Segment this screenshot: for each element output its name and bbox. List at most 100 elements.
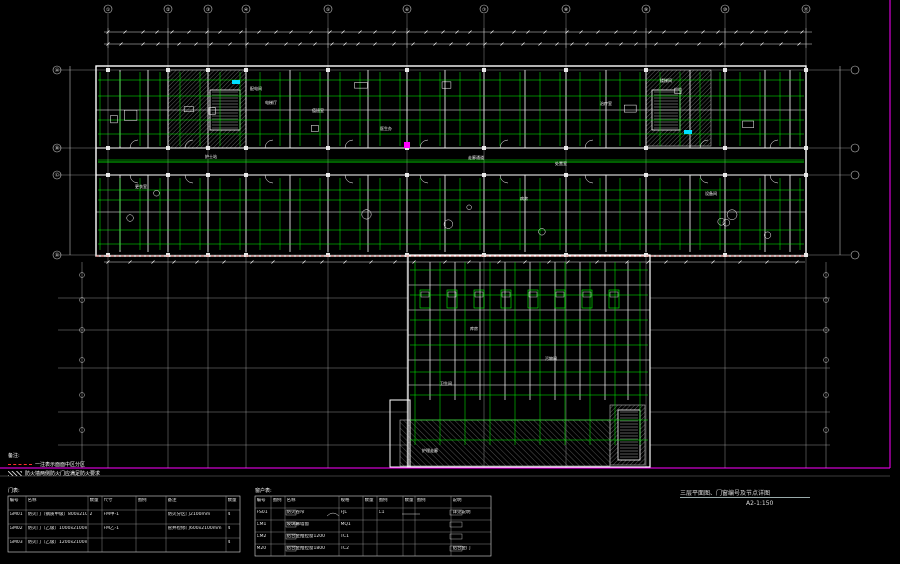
dimension-tick (320, 260, 324, 264)
window-symbol (449, 533, 463, 540)
door-table-cell: GM02 (9, 526, 23, 531)
door-table-cell: 4 (227, 512, 231, 517)
fixture-round (722, 219, 730, 227)
axis-bubble-left (52, 65, 62, 75)
fixture-outline (183, 106, 194, 112)
hatched-core-bottom (399, 419, 611, 467)
axis-bubble-right (850, 65, 860, 75)
legend-item-2: 防火墙两侧防火门应满足防火要求 (8, 471, 100, 477)
window-table-header-cell: 图例 (272, 498, 282, 503)
door-swing-arc (344, 174, 354, 184)
drawing-frame (0, 0, 891, 477)
door-table-header-cell: 图例 (137, 498, 147, 503)
dimension-tick (654, 42, 658, 46)
dimension-tick (328, 30, 332, 34)
bed-pillow (582, 291, 592, 298)
bed-fixture (581, 289, 593, 309)
axis-label-top: ⑪ (804, 6, 809, 13)
hatched-cores (167, 69, 712, 467)
door-table-header-cell: 数量 (227, 498, 237, 503)
axis-bubble-top (241, 4, 251, 14)
dimension-tick (151, 260, 155, 264)
structural-column (804, 146, 808, 150)
dimension-tick (187, 30, 191, 34)
structural-column (804, 173, 808, 177)
legend-item-2-text: 防火墙两侧防火门应满足防火要求 (25, 471, 101, 477)
dimension-tick (684, 30, 688, 34)
door-table-header-cell: 名称 (27, 498, 37, 503)
bed-fixture (473, 289, 485, 309)
dimension-tick (443, 260, 447, 264)
dimension-tick (449, 42, 453, 46)
structural-column (326, 253, 330, 257)
window-table-header-cell: 规格 (340, 498, 350, 503)
dimension-tick (543, 30, 547, 34)
dimension-tick (228, 42, 232, 46)
bed-pillow (501, 291, 511, 298)
dimension-tick (313, 42, 317, 46)
dimension-tick (512, 30, 516, 34)
door-table-cell: 2 (89, 512, 93, 517)
building-outline-annex (389, 399, 411, 468)
dimension-tick (330, 42, 334, 46)
room-label: 护士站 (205, 153, 217, 159)
room-label: 处置室 (555, 160, 567, 166)
window-table-header-cell: 说明 (452, 498, 462, 503)
window-symbol (449, 521, 463, 528)
window-table-cell: 铝合金门 (452, 546, 471, 551)
door-table-cell: 防火门（乙级）1200x2100mm (27, 540, 87, 545)
dimension-tick (194, 42, 198, 46)
dimension-tick (265, 42, 269, 46)
dimension-tick (585, 42, 589, 46)
bed-pillow (447, 291, 457, 298)
axis-label-left: Ⓐ (55, 67, 60, 74)
window-table-cell: 防火卷帘 (286, 510, 305, 515)
window-table-header-cell: 图例 (378, 498, 388, 503)
window-symbol (285, 509, 297, 516)
building-outline-lower-wing (407, 254, 651, 468)
dimension-tick (648, 30, 652, 34)
dimension-tick (619, 42, 623, 46)
fixture-outline (674, 87, 682, 94)
dimension-tick (257, 30, 261, 34)
dimension-tick (468, 30, 472, 34)
dimension-tick (523, 260, 527, 264)
axis-bubble-top (402, 4, 412, 14)
dimension-tick (555, 42, 559, 46)
room-label: 走廊通道 (468, 154, 484, 160)
fixture-round (717, 217, 726, 226)
axis-label-top: ⑦ (482, 7, 486, 13)
axis-label-top: ① (106, 7, 110, 13)
door-table-cell: 4 (227, 526, 231, 531)
dimension-tick (497, 260, 501, 264)
dimension-tick (271, 260, 275, 264)
window-table-cell: C1 (378, 510, 385, 515)
dimension-tick (441, 30, 445, 34)
structural-column (723, 253, 727, 257)
fixture-outline (311, 125, 319, 132)
structural-column (644, 146, 648, 150)
door-swing-arc (499, 174, 509, 184)
axis-bubble-top (163, 4, 173, 14)
dimension-tick (490, 30, 494, 34)
dimension-tick (760, 42, 764, 46)
dimension-tick (106, 260, 110, 264)
structural-column (804, 68, 808, 72)
dimension-tick (466, 42, 470, 46)
fixture-outline (354, 82, 368, 89)
axis-label-left: Ⓓ (55, 252, 60, 259)
door-table-cell: FM甲-1 (103, 512, 119, 517)
dimension-tick (547, 260, 551, 264)
axis-label-top: ⑨ (644, 7, 648, 13)
dimension-tick (433, 42, 437, 46)
window-table-header-cell: 图例 (416, 498, 426, 503)
structural-column (106, 146, 110, 150)
window-symbol (285, 545, 297, 552)
dimension-tick (284, 42, 288, 46)
accent-marker (404, 142, 410, 148)
dimension-tick (156, 42, 160, 46)
window-table-header-cell: 名称 (286, 498, 296, 503)
stair-void-bottom (617, 409, 641, 461)
window-table-cell: CM2 (256, 534, 267, 539)
window-table-heading: 窗户表: (255, 488, 272, 494)
